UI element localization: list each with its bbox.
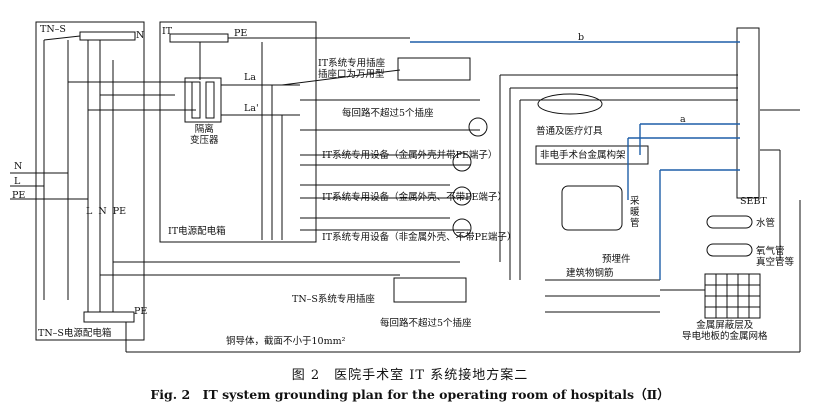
label-la-prime: La': [244, 103, 259, 114]
figure-caption-cn: 图 2 医院手术室 IT 系统接地方案二: [291, 368, 529, 383]
label-lamp: 普通及医疗灯具: [536, 126, 603, 137]
tns-distribution-box: [35, 21, 145, 341]
label-embedded: 预埋件: [602, 254, 631, 265]
label-pe-in: PE: [12, 190, 26, 201]
label-tns: TN–S: [40, 24, 66, 35]
label-b: b: [578, 32, 585, 43]
label-five-bottom: 每回路不超过5个插座: [380, 318, 472, 329]
label-it-socket: IT系统专用插座 插座口为万用型: [318, 58, 386, 80]
label-lnpe: L N PE: [86, 206, 127, 217]
label-tns-socket: TN–S系统专用插座: [292, 294, 375, 305]
label-five-top: 每回路不超过5个插座: [342, 108, 434, 119]
it-distribution-box: [159, 21, 317, 243]
label-tns-box: TN–S电源配电箱: [38, 328, 112, 339]
label-gas: 氧气管 真空管等: [756, 246, 795, 268]
label-pe-top: PE: [234, 28, 248, 39]
label-heater: 采 暖 管: [630, 196, 640, 229]
label-n-top: N: [136, 30, 145, 41]
label-shield: 金属屏蔽层及 导电地板的金属网格: [682, 320, 768, 342]
label-equip2: IT系统专用设备（金属外壳、不带PE端子）: [322, 192, 507, 203]
sebt-bar: [736, 27, 760, 199]
label-conductor: 铜导体，截面不小于10mm²: [226, 336, 346, 347]
label-pe-bottom: PE: [134, 306, 148, 317]
label-equip1: IT系统专用设备（金属外壳并带PE端子）: [322, 150, 498, 161]
label-frame: 非电手术台金属构架: [540, 150, 626, 161]
label-sebt: SEBT: [740, 196, 767, 207]
label-l-in: L: [14, 176, 21, 187]
label-la: La: [244, 72, 256, 83]
label-it-box: IT电源配电箱: [168, 226, 226, 237]
figure-caption-en: Fig. 2 IT system grounding plan for the …: [150, 387, 670, 402]
label-n-in: N: [14, 161, 23, 172]
label-transformer: 隔离 变压器: [190, 124, 219, 146]
label-equip3: IT系统专用设备（非金属外壳、不带PE端子）: [322, 232, 517, 243]
label-a: a: [680, 114, 686, 125]
label-water: 水管: [756, 218, 776, 229]
label-rebar: 建筑物钢筋: [566, 268, 614, 279]
label-it: IT: [162, 26, 173, 37]
